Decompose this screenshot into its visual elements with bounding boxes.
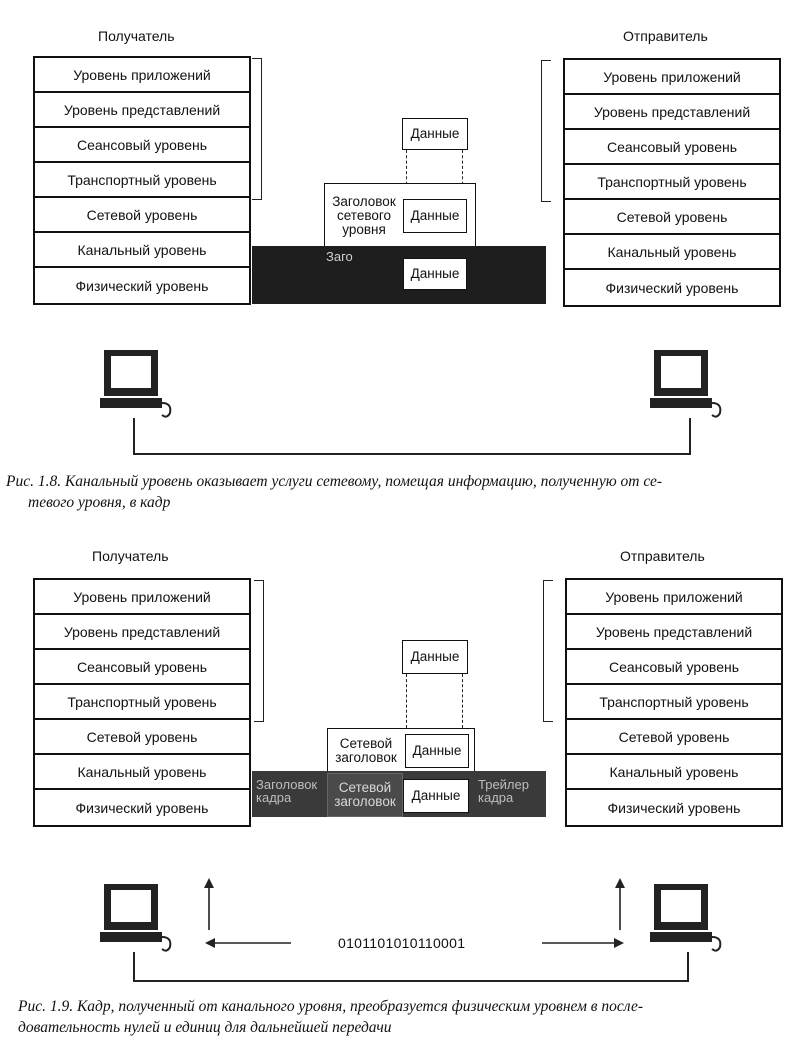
layer-network: Сетевой уровень [35, 198, 249, 233]
frame-header-label: Заго [326, 249, 353, 264]
bit-sequence: 0101101010110001 [338, 935, 466, 951]
caption-line: довательность нулей и единиц для дальней… [18, 1019, 392, 1036]
computer-icon [100, 350, 172, 418]
layer-application: Уровень приложений [567, 580, 781, 615]
upper-layers-bracket [543, 580, 553, 722]
arrow-up-icon [204, 878, 214, 930]
layer-application: Уровень приложений [35, 580, 249, 615]
frame-bar [252, 246, 546, 304]
receiver-title: Получатель [92, 548, 169, 564]
layer-presentation: Уровень представлений [565, 95, 779, 130]
data-box: Данные [403, 779, 469, 813]
data-box: Данные [402, 118, 468, 150]
network-cable [689, 418, 691, 455]
layer-network: Сетевой уровень [565, 200, 779, 235]
layer-presentation: Уровень представлений [35, 615, 249, 650]
network-cable [133, 952, 135, 982]
layer-application: Уровень приложений [565, 60, 779, 95]
layer-transport: Транспортный уровень [567, 685, 781, 720]
layer-transport: Транспортный уровень [35, 163, 249, 198]
layer-application: Уровень приложений [35, 58, 249, 93]
layer-physical: Физический уровень [605, 279, 739, 296]
layer-session: Сеансовый уровень [567, 650, 781, 685]
layer-session: Сеансовый уровень [35, 128, 249, 163]
osi-stack-sender: Уровень приложений Уровень представлений… [563, 58, 781, 307]
dashed-guide [406, 150, 407, 190]
dashed-guide [406, 674, 407, 728]
receiver-title: Получатель [98, 28, 175, 44]
layer-transport: Транспортный уровень [35, 685, 249, 720]
computer-icon [650, 350, 722, 418]
layer-datalink: Канальный уровень [35, 233, 249, 268]
arrow-right-icon [542, 938, 624, 948]
figure-caption: Рис. 1.8. Канальный уровень оказывает ус… [6, 471, 796, 513]
upper-layers-bracket [254, 580, 264, 722]
data-box: Данные [405, 734, 469, 768]
frame-header-label: Заголовок кадра [256, 777, 318, 805]
upper-layers-bracket [252, 58, 262, 200]
sender-title: Отправитель [620, 548, 705, 564]
data-box: Данные [402, 640, 468, 674]
layer-datalink: Канальный уровень [35, 755, 249, 790]
figure-caption: Рис. 1.9. Кадр, полученный от канального… [18, 996, 793, 1038]
sender-title: Отправитель [623, 28, 708, 44]
layer-session: Сеансовый уровень [35, 650, 249, 685]
data-box: Данные [403, 199, 467, 233]
osi-stack-receiver: Уровень приложений Уровень представлений… [33, 578, 251, 827]
layer-transport: Транспортный уровень [565, 165, 779, 200]
arrow-left-icon [205, 938, 291, 948]
arrow-up-icon [615, 878, 625, 930]
network-cable [133, 418, 135, 454]
layer-physical: Физический уровень [75, 799, 209, 816]
network-header-label: Сетевой заголовок [335, 735, 397, 765]
layer-presentation: Уровень представлений [35, 93, 249, 128]
layer-physical: Физический уровень [75, 277, 209, 294]
layer-network: Сетевой уровень [567, 720, 781, 755]
caption-line: тевого уровня, в кадр [28, 494, 171, 511]
upper-layers-bracket [541, 60, 551, 202]
computer-icon [100, 884, 172, 952]
data-box: Данные [403, 258, 467, 290]
network-header-label: Заголовок сетевого уровня [332, 193, 396, 238]
dashed-guide [462, 150, 463, 190]
network-cable [687, 952, 689, 982]
dashed-guide [462, 674, 463, 728]
layer-presentation: Уровень представлений [567, 615, 781, 650]
osi-stack-receiver: Уровень приложений Уровень представлений… [33, 56, 251, 305]
frame-trailer-label: Трейлер кадра [478, 777, 529, 805]
layer-datalink: Канальный уровень [567, 755, 781, 790]
computer-icon [650, 884, 722, 952]
osi-stack-sender: Уровень приложений Уровень представлений… [565, 578, 783, 827]
frame-network-header: Сетевой заголовок [327, 773, 403, 817]
network-cable [133, 980, 689, 982]
layer-datalink: Канальный уровень [565, 235, 779, 270]
caption-line: Рис. 1.8. Канальный уровень оказывает ус… [6, 473, 663, 490]
network-cable [133, 453, 691, 455]
layer-session: Сеансовый уровень [565, 130, 779, 165]
layer-physical: Физический уровень [607, 799, 741, 816]
caption-line: Рис. 1.9. Кадр, полученный от канального… [18, 998, 643, 1015]
layer-network: Сетевой уровень [35, 720, 249, 755]
